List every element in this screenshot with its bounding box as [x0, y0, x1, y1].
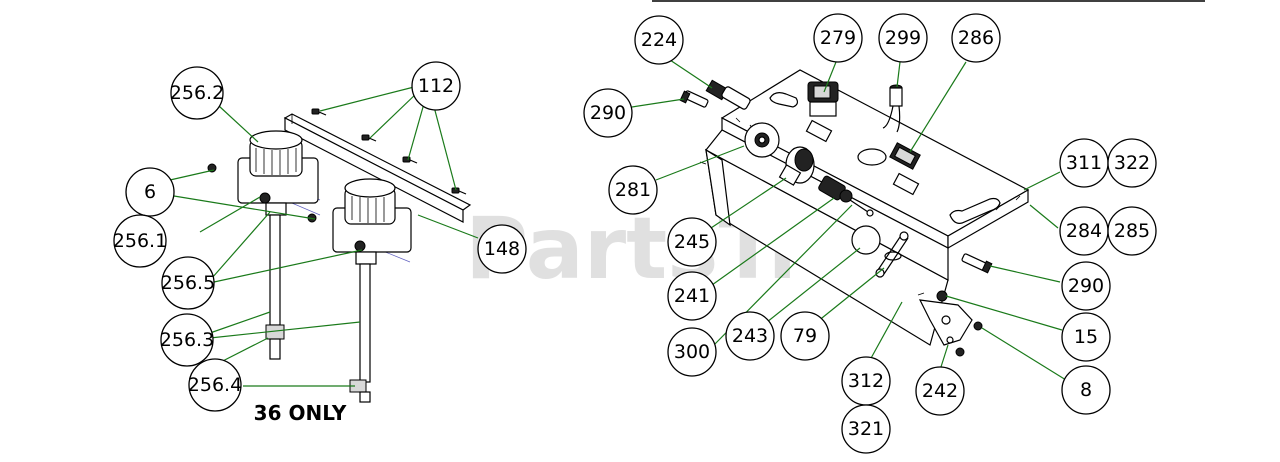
callout-label: 321	[848, 418, 884, 440]
rocker-switch-279	[807, 81, 839, 117]
control-panel	[699, 69, 1030, 346]
callout-256-4[interactable]: 256.4	[188, 358, 242, 412]
bolt-icon	[361, 134, 377, 142]
callout-148[interactable]: 148	[477, 224, 527, 274]
choke-241	[818, 175, 874, 217]
callout-322[interactable]: 322	[1107, 138, 1157, 188]
callout-label: 299	[885, 27, 921, 49]
callout-label: 311	[1066, 152, 1102, 174]
callout-79[interactable]: 79	[780, 311, 830, 361]
callout-label: 312	[848, 370, 884, 392]
callout-112[interactable]: 112	[411, 61, 461, 111]
reservoir-1	[207, 130, 321, 360]
callout-label: 15	[1074, 326, 1098, 348]
callout-256-3[interactable]: 256.3	[160, 313, 214, 367]
callout-6[interactable]: 6	[125, 167, 175, 217]
callout-284[interactable]: 284	[1059, 206, 1109, 256]
callout-label: 256.2	[170, 82, 224, 104]
callout-243[interactable]: 243	[725, 311, 775, 361]
callout-label: 256.5	[161, 272, 215, 294]
key-switch-224	[705, 79, 751, 110]
callout-label: 256.3	[160, 329, 214, 351]
callout-label: 279	[820, 27, 856, 49]
bolt-icon	[311, 108, 327, 116]
hour-meter-286	[889, 142, 921, 170]
callout-label: 112	[418, 75, 454, 97]
callout-285[interactable]: 285	[1107, 206, 1157, 256]
callout-8[interactable]: 8	[1061, 365, 1111, 415]
callout-label: 284	[1066, 220, 1102, 242]
callout-label: 148	[484, 238, 520, 260]
callout-321[interactable]: 321	[841, 404, 891, 454]
callout-242[interactable]: 242	[915, 366, 965, 416]
bolt-icon	[402, 156, 418, 164]
callout-label: 224	[641, 29, 677, 51]
callout-245[interactable]: 245	[667, 217, 717, 267]
bolt-290-left	[679, 90, 709, 108]
callout-label: 245	[674, 231, 710, 253]
callout-label: 281	[615, 179, 651, 201]
bolt-icon	[451, 187, 467, 195]
callout-label: 8	[1080, 379, 1092, 401]
plug-243	[851, 225, 881, 255]
callout-label: 256.1	[113, 230, 167, 252]
knob-245	[778, 146, 815, 186]
callout-300[interactable]: 300	[667, 327, 717, 377]
callout-label: 6	[144, 181, 156, 203]
callout-290-right[interactable]: 290	[1061, 261, 1111, 311]
bolt-290-right	[961, 253, 993, 274]
callout-label: 242	[922, 380, 958, 402]
callout-311[interactable]: 311	[1059, 138, 1109, 188]
callout-label: 286	[958, 27, 994, 49]
callout-224[interactable]: 224	[634, 15, 684, 65]
reservoir-2	[307, 178, 412, 403]
left-assembly-drawing: 256.2 112 6 256.1 256.5 148 256.3 256.4	[113, 61, 527, 425]
callout-312[interactable]: 312	[841, 356, 891, 406]
knob-281	[744, 122, 780, 158]
callout-286[interactable]: 286	[951, 13, 1001, 63]
callout-241[interactable]: 241	[667, 271, 717, 321]
callout-290-top[interactable]: 290	[583, 88, 633, 138]
callout-label: 290	[590, 102, 626, 124]
left-leader-lines	[169, 86, 479, 387]
callout-256-2[interactable]: 256.2	[170, 66, 224, 120]
callout-15[interactable]: 15	[1061, 312, 1111, 362]
mounting-bracket-bar	[283, 113, 472, 223]
callout-label: 256.4	[188, 374, 242, 396]
callout-label: 300	[674, 341, 710, 363]
callout-label: 285	[1114, 220, 1150, 242]
callout-label: 322	[1114, 152, 1150, 174]
callout-256-1[interactable]: 256.1	[113, 214, 167, 268]
indicator-light-299	[882, 84, 903, 133]
callout-label: 79	[793, 325, 817, 347]
callout-label: 241	[674, 285, 710, 307]
clip-79	[875, 231, 909, 278]
callout-256-5[interactable]: 256.5	[161, 256, 215, 310]
callout-279[interactable]: 279	[813, 13, 863, 63]
model-note: 36 ONLY	[254, 401, 347, 425]
callout-299[interactable]: 299	[878, 13, 928, 63]
right-assembly-drawing: 224 279 299 286 290 281 311 322	[583, 13, 1157, 454]
bracket-242	[918, 290, 983, 357]
callout-label: 290	[1068, 275, 1104, 297]
callout-label: 243	[732, 325, 768, 347]
callout-281[interactable]: 281	[608, 165, 658, 215]
